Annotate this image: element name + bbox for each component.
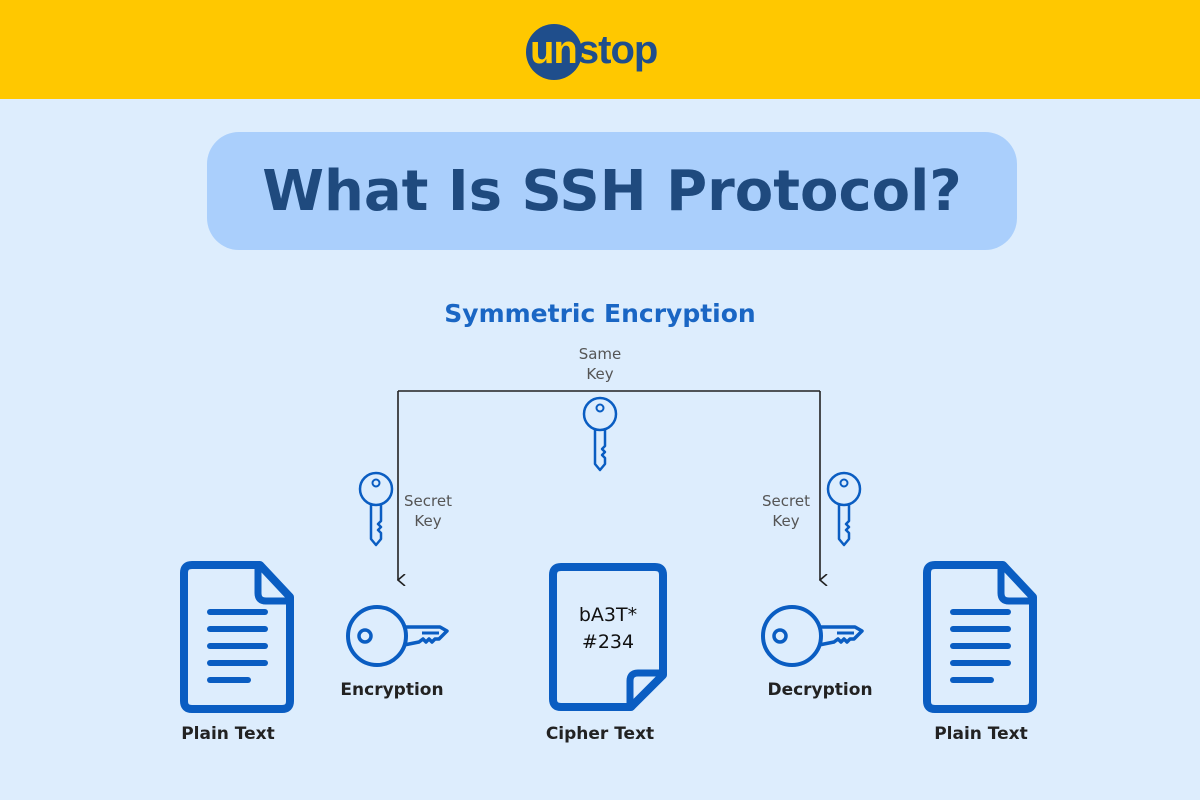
header-bar: unstop <box>0 0 1200 99</box>
unstop-logo: unstop <box>526 24 686 80</box>
encryption-key-icon <box>346 605 449 667</box>
secret-key-left-line1: Secret <box>404 492 452 510</box>
cipher-content-line1: bA3T* <box>579 604 637 626</box>
cipher-content-line2: #234 <box>582 631 634 653</box>
logo-un: un <box>530 28 578 72</box>
title-banner: What Is SSH Protocol? <box>207 132 1017 250</box>
plain-text-left-document-icon <box>184 565 290 709</box>
same-key-label-line1: Same <box>579 345 622 363</box>
decryption-label: Decryption <box>767 680 872 700</box>
secret-key-left-icon <box>358 471 394 547</box>
same-key-icon <box>582 396 618 472</box>
plain-text-left-label: Plain Text <box>181 724 275 744</box>
encryption-label: Encryption <box>340 680 443 700</box>
diagram-heading: Symmetric Encryption <box>444 299 755 328</box>
secret-key-right-line1: Secret <box>762 492 810 510</box>
page-title: What Is SSH Protocol? <box>262 158 962 224</box>
secret-key-right-icon <box>826 471 862 547</box>
secret-key-right-line2: Key <box>772 512 799 530</box>
plain-text-right-document-icon <box>927 565 1033 709</box>
logo-text: unstop <box>530 28 658 72</box>
cipher-text-document-icon <box>549 563 667 711</box>
logo-circle <box>526 24 582 80</box>
cipher-text-label: Cipher Text <box>546 724 654 744</box>
plain-text-right-label: Plain Text <box>934 724 1028 744</box>
logo-stop: stop <box>576 28 658 72</box>
decryption-key-icon <box>761 605 864 667</box>
same-key-label-line2: Key <box>586 365 613 383</box>
secret-key-left-line2: Key <box>414 512 441 530</box>
